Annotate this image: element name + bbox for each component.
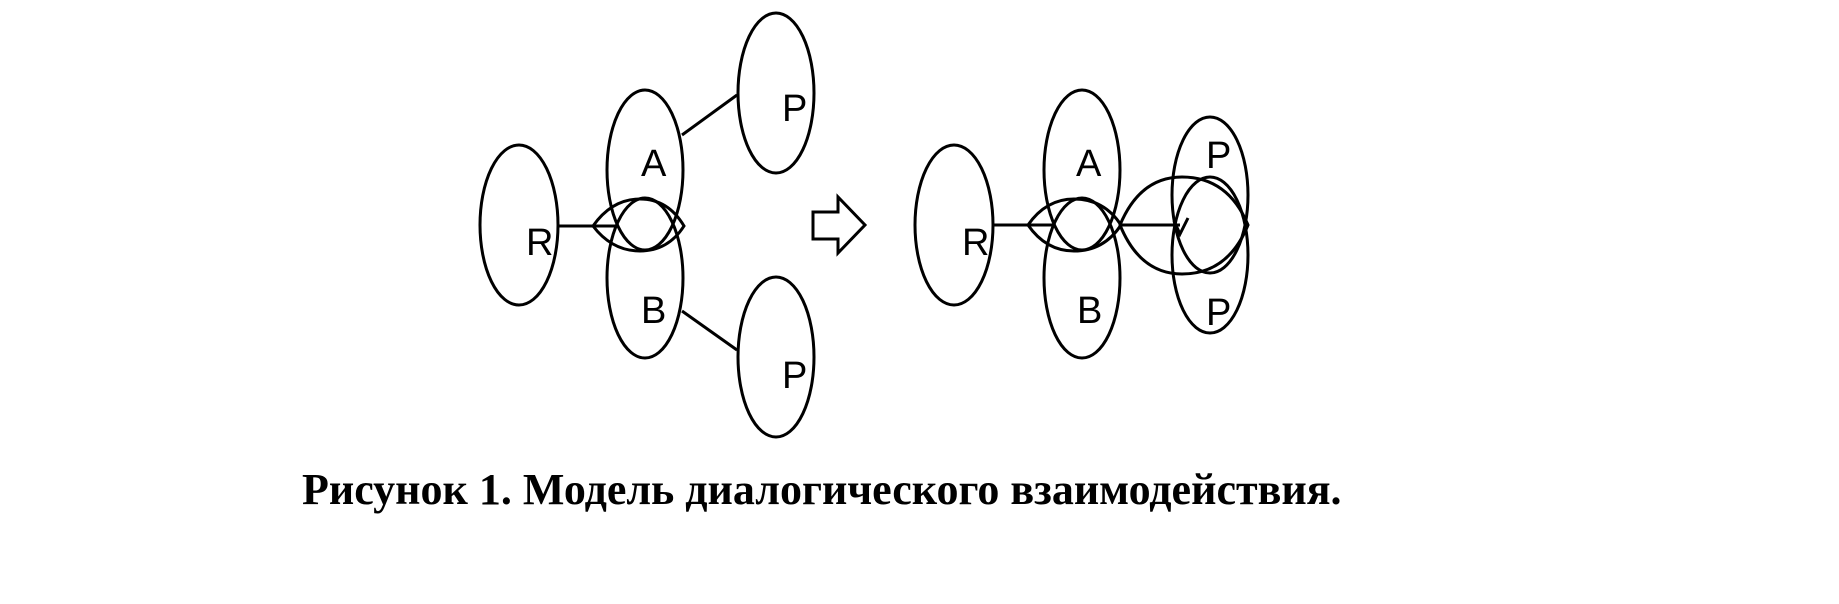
right-label-b: B	[1077, 290, 1102, 332]
left-diagram: R A B P P	[478, 11, 816, 439]
right-lens-large-overlap	[1118, 175, 1250, 276]
right-label-a: A	[1076, 143, 1102, 185]
right-node-b	[1042, 196, 1122, 360]
right-node-p-bottom	[1170, 175, 1250, 335]
left-label-b: B	[641, 290, 666, 332]
left-node-b	[605, 196, 685, 360]
left-lens-overlap	[591, 197, 686, 253]
right-label-p-top: P	[1206, 135, 1231, 177]
figure-caption: Рисунок 1. Модель диалогического взаимод…	[302, 465, 1342, 514]
left-edge-a-to-p-top	[681, 93, 738, 137]
right-diagram: R A B P P	[913, 88, 1250, 360]
left-label-p-bottom: P	[782, 355, 807, 397]
left-label-a: A	[641, 143, 667, 185]
left-label-r: R	[526, 222, 553, 264]
right-arrowhead-icon	[1172, 217, 1190, 238]
right-label-p-bottom: P	[1206, 292, 1231, 334]
left-node-p-top	[736, 11, 816, 175]
right-label-r: R	[962, 222, 989, 264]
left-edge-b-to-p-bottom	[681, 309, 738, 352]
right-node-p-top	[1170, 115, 1250, 275]
left-label-p-top: P	[782, 88, 807, 130]
left-node-p-bottom	[736, 275, 816, 439]
transition-arrow-icon	[811, 193, 868, 257]
